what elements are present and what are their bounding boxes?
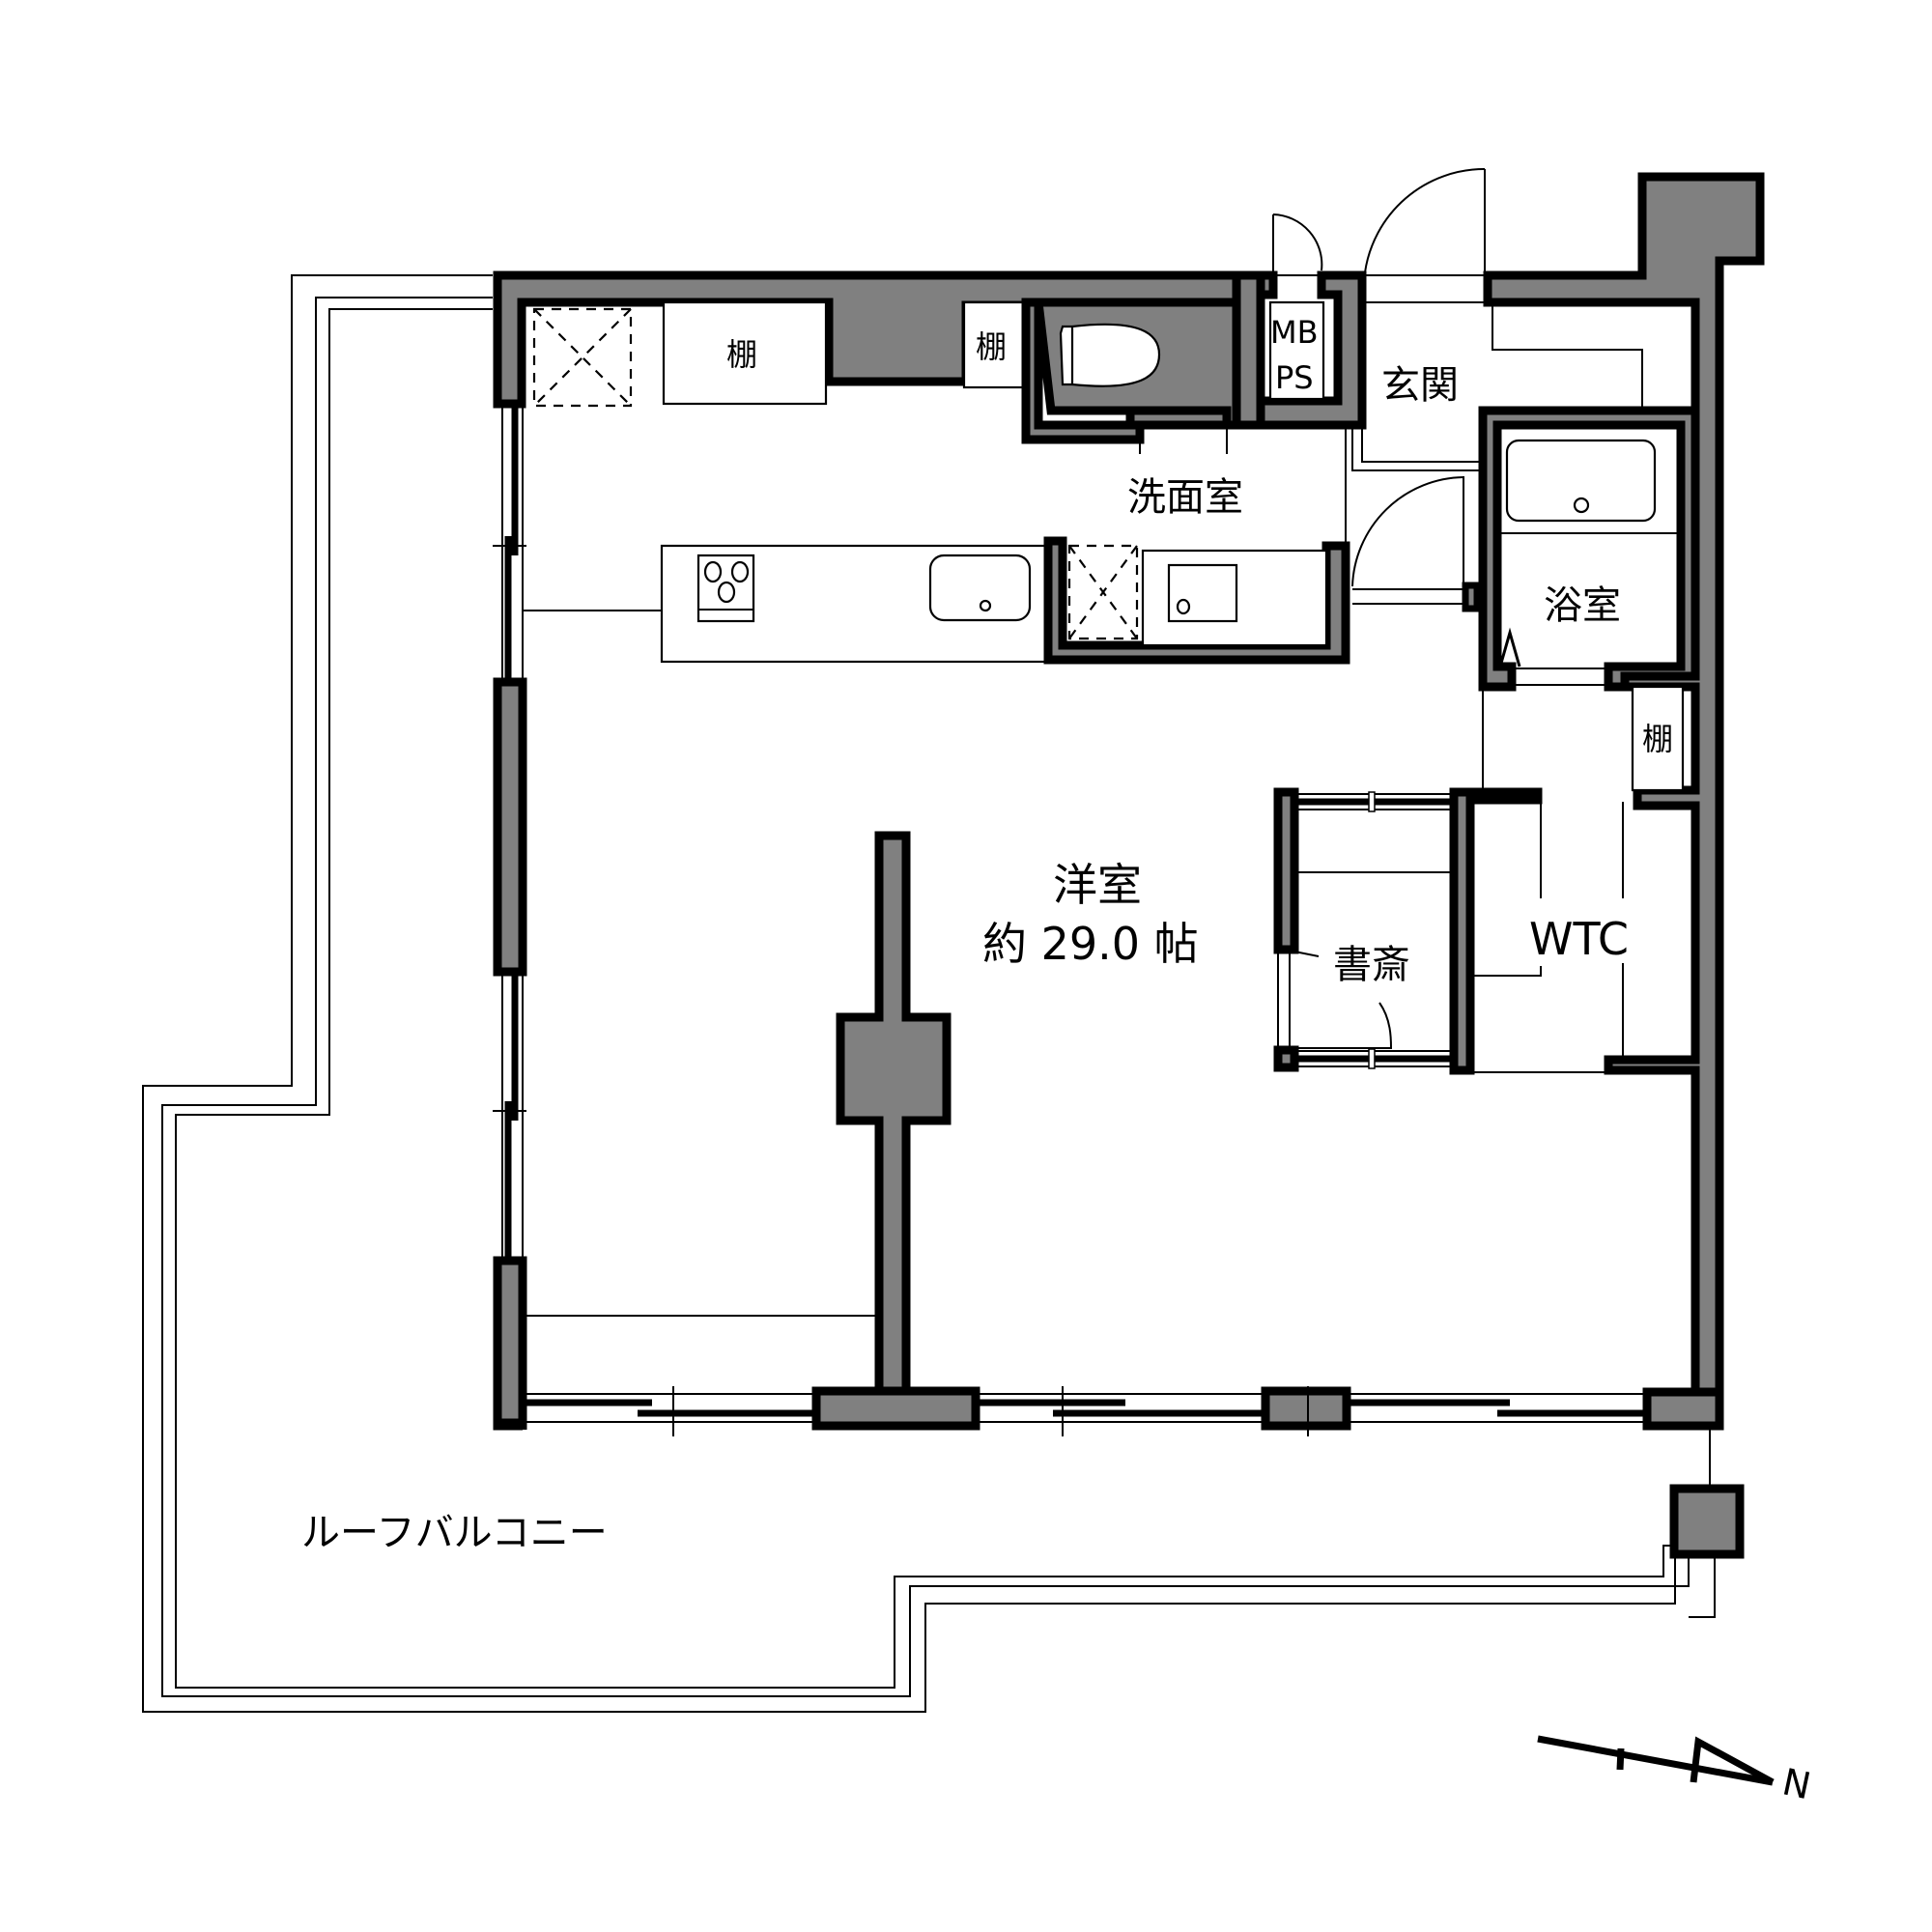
entrance-door[interactable] (1362, 167, 1488, 303)
bathroom (1478, 406, 1700, 692)
vanity (1043, 536, 1350, 665)
toilet-room (962, 298, 1241, 454)
kitchen-storage (532, 300, 828, 408)
washroom-label: 洗面室 (1127, 475, 1243, 520)
left-wall (493, 404, 527, 1428)
roof-balcony-outline (142, 274, 1716, 1713)
roof-balcony-label: ルーフバルコニー (301, 1511, 608, 1555)
washroom-partition (1345, 425, 1483, 612)
shelf-kitchen-label: 棚 (726, 336, 757, 373)
study-room (1273, 787, 1543, 1075)
meter-box (1268, 213, 1325, 401)
western-room-size: 約 29.0 帖 (982, 918, 1199, 970)
balcony-column (1669, 1484, 1745, 1559)
central-column (836, 831, 952, 1396)
wtc-room (1470, 802, 1624, 1073)
north-arrow-icon: N (1537, 1735, 1814, 1807)
mb-label: MB (1270, 314, 1319, 351)
entrance-step (1492, 302, 1643, 411)
bottom-wall (493, 1386, 1724, 1488)
entrance-label: 玄関 (1381, 363, 1459, 408)
kitchen-counter (523, 544, 1050, 664)
wtc-label: WTC (1529, 913, 1629, 965)
western-room-name: 洋室 (1053, 859, 1142, 911)
study-label: 書斎 (1333, 943, 1410, 987)
ps-label: PS (1275, 359, 1314, 396)
shelf-hall-label: 棚 (1642, 721, 1673, 757)
bathroom-label: 浴室 (1544, 583, 1621, 628)
shelf-toilet-label: 棚 (976, 328, 1007, 365)
hall-shelf (1482, 685, 1685, 792)
compass-label: N (1778, 1760, 1814, 1807)
washroom-door[interactable] (1351, 476, 1464, 587)
